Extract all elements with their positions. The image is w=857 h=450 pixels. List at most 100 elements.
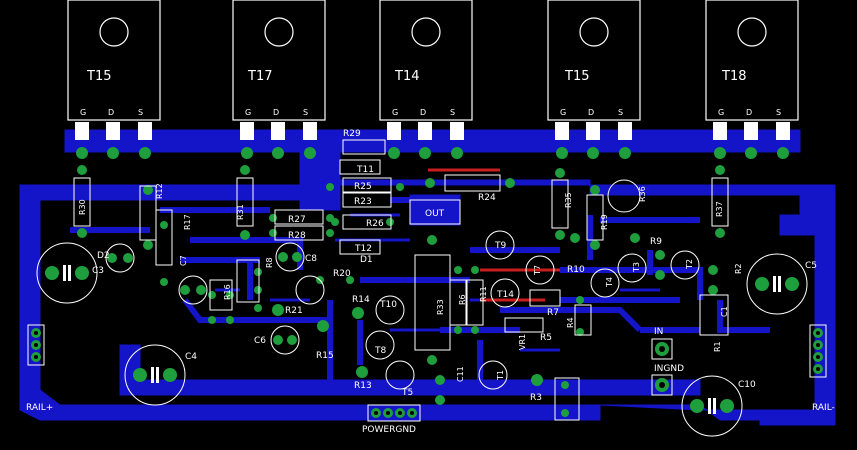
capacitor-pads [45,252,799,413]
pin-label: D [108,108,114,117]
label-t14: T14 [496,290,514,300]
label-r13: R13 [354,381,372,391]
label-r12: R12 [155,183,164,199]
label-r23: R23 [354,197,372,207]
transistor-t18: T18 G D S [705,0,799,121]
transistor-t14: T14 G D S [379,0,473,121]
label-r30: R30 [78,199,87,215]
pad-drills [34,331,820,415]
label-c4: C4 [185,352,197,362]
pin-label: G [392,108,398,117]
label-r15: R15 [316,351,334,361]
transistor-label: T15 [86,69,111,84]
label-t9: T9 [494,241,506,251]
capacitor-c5 [746,253,808,315]
pin-label: G [560,108,566,117]
label-r20: R20 [333,269,351,279]
jumpers [428,168,560,302]
label-r10: R10 [567,265,585,275]
label-t12: T12 [354,244,372,254]
in-connector [651,338,673,360]
label-r28: R28 [288,231,306,241]
connectors [27,324,827,422]
label-c11: C11 [456,366,465,382]
pin-label: S [450,108,455,117]
label-r2: R2 [734,263,743,274]
label-r35: R35 [564,192,573,208]
label-c5: C5 [805,261,817,271]
label-r26: R26 [366,219,384,229]
electrolytic-capacitors [36,242,808,437]
pin-label: S [138,108,143,117]
label-r31: R31 [236,204,245,220]
label-r19: R19 [600,214,609,230]
pin-label: S [303,108,308,117]
pin-label: G [718,108,724,117]
label-powergnd: POWERGND [362,425,416,435]
label-r25: R25 [354,182,372,192]
label-t3: T3 [632,262,641,273]
label-r5: R5 [540,333,552,343]
label-t10: T10 [379,300,397,310]
label-r11: R11 [479,286,488,302]
transistor-label: T14 [394,69,419,84]
label-d1: D1 [360,255,373,265]
pin-label: D [273,108,279,117]
powergnd-connector [367,404,421,422]
label-c6: C6 [254,336,266,346]
label-r36: R36 [638,186,647,202]
label-t7: T7 [533,265,542,276]
label-r33: R33 [436,299,445,315]
label-r1: R1 [713,341,722,352]
pin-label: D [420,108,426,117]
label-c3: C3 [92,266,104,276]
label-r17: R17 [183,214,192,230]
label-t8: T8 [374,346,386,356]
transistor-label: T18 [721,69,746,84]
label-d2: D2 [97,251,110,261]
label-ingnd: INGND [654,364,684,374]
silk-labels: R30 R12 R31 R17 C7 R29 T11 R25 R23 R26 T… [26,129,835,435]
label-r7: R7 [547,308,559,318]
transistor-label: T17 [247,69,272,84]
label-t4: T4 [605,277,614,288]
ingnd-connector [651,374,673,396]
label-in: IN [654,327,663,337]
pin-label: S [776,108,781,117]
rail-minus-connector [809,324,827,378]
rail-plus-connector [27,324,45,366]
label-vr1: VR1 [518,334,527,350]
label-out: OUT [425,209,445,219]
pin-label: D [746,108,752,117]
resistor-outlines [73,139,729,421]
label-r6: R6 [458,294,467,305]
label-t11: T11 [356,165,374,175]
label-r8: R8 [265,257,274,268]
label-r27: R27 [288,215,306,225]
label-t5: T5 [401,388,413,398]
label-t2: T2 [685,259,694,270]
capacitor-c10 [681,375,743,437]
transistor-t15-a: T15 G D S [67,0,161,121]
label-r29: R29 [343,129,361,139]
label-rail-plus: RAIL+ [26,403,53,413]
label-r3: R3 [530,393,542,403]
label-c7: C7 [179,255,188,266]
transistor-t15-b: T15 G D S [547,0,641,121]
pin-label: D [588,108,594,117]
label-r16: R16 [223,284,232,300]
pin-label: G [80,108,86,117]
label-r14: R14 [352,295,370,305]
capacitor-c4 [124,344,186,406]
pin-label: S [618,108,623,117]
label-r9: R9 [650,237,662,247]
capacitor-polarity [63,265,781,414]
label-r37: R37 [715,201,724,217]
small-transistors [105,159,700,390]
transistor-label: T15 [564,69,589,84]
label-r21: R21 [285,306,303,316]
label-c10: C10 [738,380,756,390]
pin-label: G [245,108,251,117]
